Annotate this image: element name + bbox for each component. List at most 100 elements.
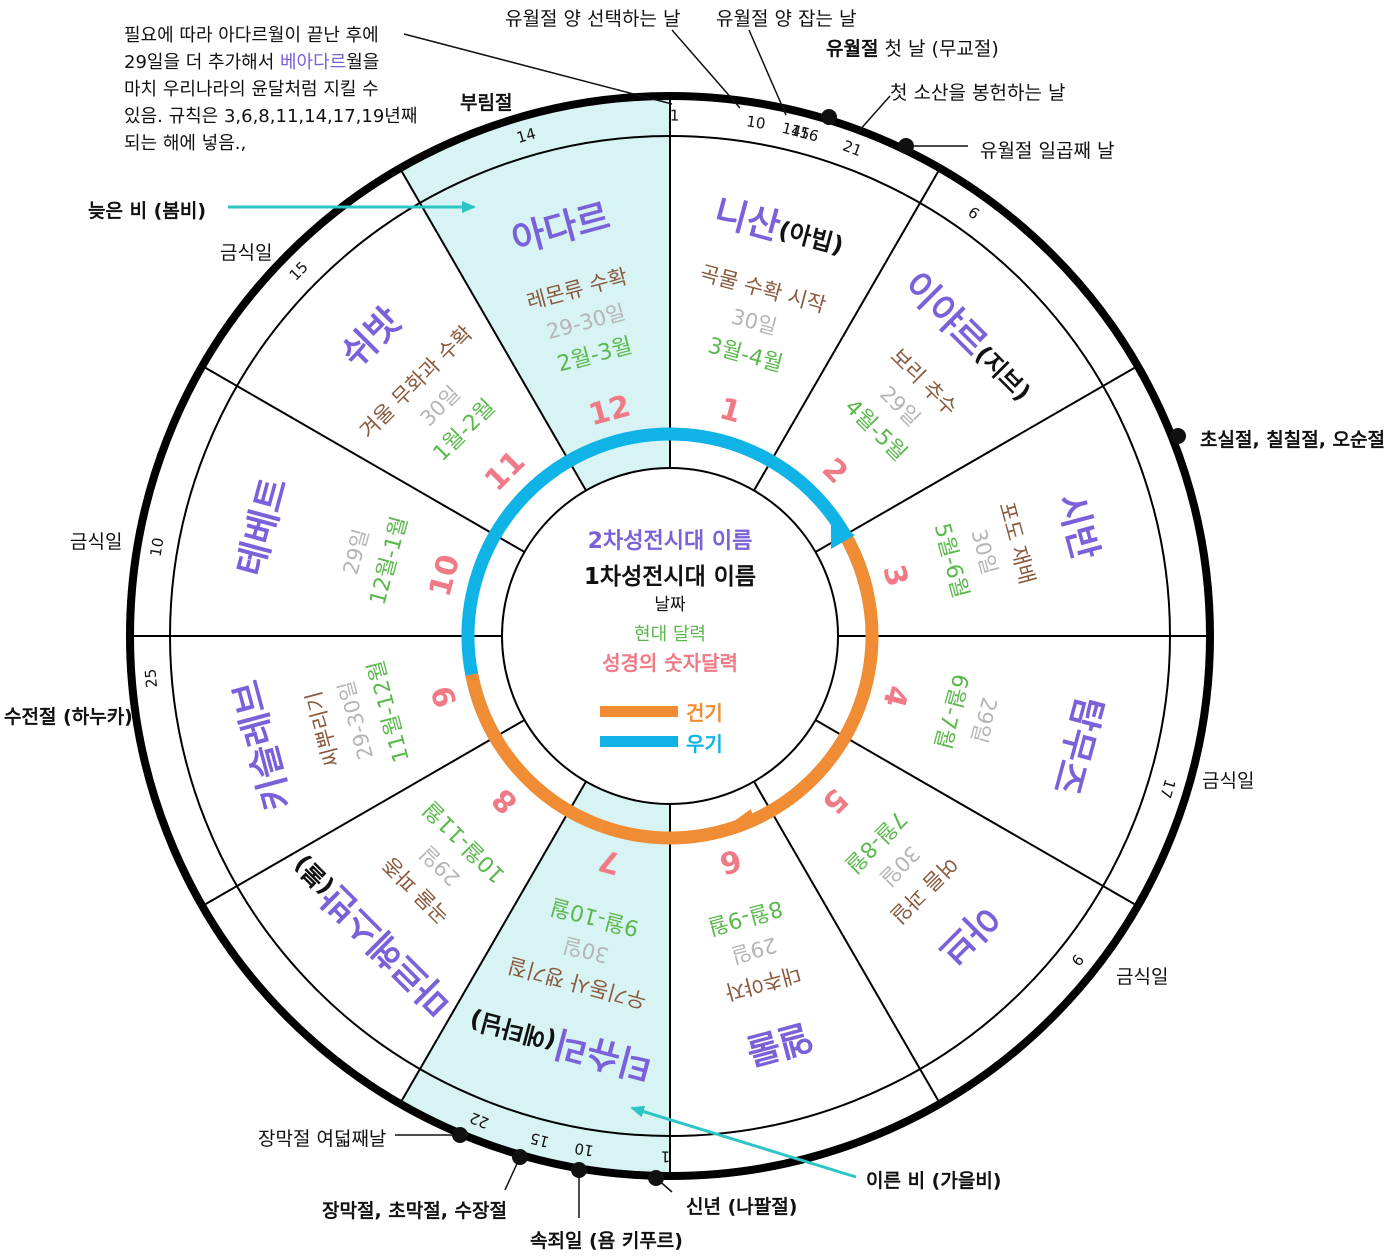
ring-day-tishri-10: 10	[573, 1139, 595, 1160]
wet-season-band-adar	[400, 96, 670, 491]
hanukkah-label: 수전절 (하누카)	[4, 706, 133, 728]
month-modern-1: 3월-4월	[705, 333, 785, 377]
leap-month-note: 필요에 따라 아다르월이 끝난 후에 29일을 더 추가해서 베아다르월을 마치…	[124, 22, 417, 157]
ring-day-adar-14: 14	[515, 124, 538, 147]
dry-season-arrowhead	[716, 809, 755, 834]
ring-day-shevat-15: 15	[286, 258, 312, 284]
sukkot-eighth-label: 장막절 여덟째날	[258, 1128, 387, 1150]
latter-rain-label: 늦은 비 (봄비)	[88, 200, 206, 222]
ring-day-av-9: 9	[1067, 951, 1087, 970]
note-line-2-suffix: 월을	[346, 52, 380, 73]
early-rain-arrow	[630, 1105, 857, 1179]
month-days-4: 29일	[966, 695, 1001, 746]
new-year-dot	[648, 1170, 664, 1186]
note-line-5: 되는 해에 넣음.,	[124, 133, 247, 154]
month-name-4: 탐무즈	[1044, 692, 1109, 799]
month-number-3: 3	[875, 561, 914, 590]
lamb-select-label: 유월절 양 선택하는 날	[505, 8, 681, 30]
ring-day-nisan-14: 14	[780, 119, 803, 141]
month-days-6: 29일	[729, 932, 780, 967]
month-number-5: 5	[815, 781, 855, 821]
month-modern-6: 8월-9월	[705, 895, 785, 939]
month-divider	[814, 719, 1139, 907]
month-modern-4: 6월-7월	[929, 671, 973, 751]
veadar-highlight: 베아다르	[280, 52, 347, 73]
month-days-10: 29일	[339, 527, 374, 578]
month-number-1: 1	[716, 391, 745, 430]
sukkot-dot	[512, 1149, 528, 1165]
legend-dry-label: 건기	[686, 701, 723, 725]
month-name-6: 엘룰	[742, 1015, 817, 1072]
month-event-1: 곡물 수확 시작	[697, 261, 828, 318]
center-date-label: 날짜	[654, 595, 686, 615]
ring-day-tevet-10: 10	[147, 536, 168, 558]
month-number-10: 10	[423, 551, 468, 600]
passover-seventh-label: 유월절 일곱째 날	[980, 140, 1115, 162]
ring-day-tishri-15: 15	[528, 1129, 551, 1151]
center-first-temple-name: 1차성전시대 이름	[584, 564, 756, 590]
month-divider	[201, 719, 526, 907]
month-alt-name-1: (아빕)	[775, 216, 846, 260]
note-line-1: 필요에 따라 아다르월이 끝난 후에	[124, 25, 379, 46]
purim-label: 부림절	[460, 92, 513, 114]
month-divider	[201, 365, 526, 553]
ring-day-tishri-1: 1	[661, 1147, 671, 1165]
passover-first-day-label: 유월절 첫 날 (무교절)	[826, 34, 999, 61]
fast-tevet-label: 금식일	[70, 531, 123, 553]
month-divider	[399, 167, 587, 492]
ring-day-nisan-10: 10	[745, 112, 767, 133]
month-modern-10: 12월-1월	[366, 514, 414, 608]
month-alt-name-8: (불)	[288, 850, 339, 901]
firstfruits-label: 첫 소산을 봉헌하는 날	[890, 82, 1066, 104]
passover-first-day-dot	[821, 109, 837, 125]
center-biblical-number-label: 성경의 숫자달력	[602, 651, 738, 675]
lamb-slaughter-label: 유월절 양 잡는 날	[716, 8, 857, 30]
sukkot-label: 장막절, 초막절, 수장절	[322, 1200, 507, 1222]
month-divider	[399, 780, 587, 1105]
passover-bold: 유월절	[826, 38, 879, 60]
month-name-3: 시반	[1049, 490, 1106, 565]
wet-season-arrowhead	[830, 521, 855, 549]
month-number-9: 9	[425, 682, 464, 711]
fast-av-label: 금식일	[1116, 966, 1169, 988]
center-modern-calendar-label: 현대 달력	[634, 624, 706, 645]
fast-shevat-label: 금식일	[220, 242, 273, 264]
month-name-10: 테베트	[230, 474, 295, 581]
month-modern-3: 5월-6월	[929, 521, 973, 601]
month-divider	[753, 167, 941, 492]
month-name-1: 니산(아빕)	[710, 192, 848, 266]
legend-dry-swatch	[600, 706, 678, 717]
legend-wet-label: 우기	[686, 732, 723, 756]
wet-season-arc	[461, 427, 874, 747]
ring-day-tishri-22: 22	[467, 1108, 491, 1132]
ring-day-nisan-15: 15	[789, 121, 812, 143]
month-number-2: 2	[815, 451, 855, 491]
note-line-2: 29일을 더 추가해서 베아다르월을	[124, 49, 417, 76]
ring-day-nisan-1: 1	[670, 106, 680, 124]
month-number-8: 8	[485, 781, 525, 821]
note-line-2-prefix: 29일을 더 추가해서	[124, 52, 280, 73]
month-divider	[814, 365, 1139, 553]
early-rain-label: 이른 비 (가을비)	[866, 1170, 1002, 1192]
ring-day-tammuz-17: 17	[1156, 777, 1179, 801]
ring-day-nisan-21: 21	[840, 137, 864, 161]
passover-seventh-day-dot	[898, 138, 914, 154]
shavuot-dot	[1170, 428, 1186, 444]
ring-day-kislev-25: 25	[141, 668, 160, 688]
note-line-3: 마치 우리나라의 윤달처럼 지킬 수	[124, 79, 379, 100]
fast-tammuz-label: 금식일	[1202, 770, 1255, 792]
new-year-label: 신년 (나팔절)	[686, 1196, 798, 1218]
note-line-4: 있음. 규칙은 3,6,8,11,14,17,19년째	[124, 106, 418, 127]
month-days-1: 30일	[729, 305, 780, 340]
month-name-9: 키슬레브	[226, 676, 300, 815]
yom-kippur-label: 속죄일 (욤 키푸르)	[530, 1230, 683, 1252]
wet-season-band-tishri	[400, 781, 670, 1176]
dry-season-arc-1	[824, 531, 879, 765]
month-name-11: 쉬밧	[334, 300, 410, 376]
sukkot-eighth-dot	[452, 1127, 468, 1143]
month-number-6: 6	[716, 841, 745, 880]
month-event-3: 포도 재배	[994, 499, 1039, 586]
month-event-6: 대추야자	[722, 961, 803, 1004]
passover-rest: 첫 날 (무교절)	[878, 38, 999, 60]
